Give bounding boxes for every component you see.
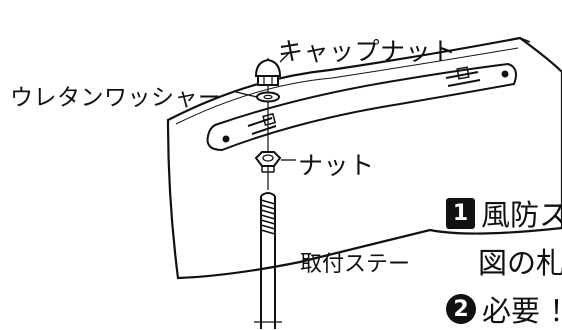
urethane-washer-label: ウレタンワッシャー [10, 85, 222, 111]
step-2-badge: 2 [446, 294, 476, 324]
step-1-text: 風防ス [481, 198, 562, 232]
step-1-continuation: 図の札 [478, 240, 562, 282]
nut [254, 151, 282, 173]
step-1-continuation-text: 図の札 [478, 246, 562, 280]
step-1: 1 風防ス [446, 192, 562, 234]
mounting-stay-label: 取付ステー [300, 252, 411, 277]
urethane-washer [256, 91, 280, 103]
cap-nut [254, 58, 282, 86]
step-2-text: 必要 ！ [482, 294, 562, 328]
nut-label: ナット [298, 151, 375, 180]
cap-nut-label: キャップナット [278, 37, 457, 66]
step-2: 2 必要 ！ [446, 288, 562, 330]
step-1-badge: 1 [446, 197, 475, 229]
mounting-bracket [206, 62, 517, 152]
mounting-stay-rod [254, 192, 282, 329]
